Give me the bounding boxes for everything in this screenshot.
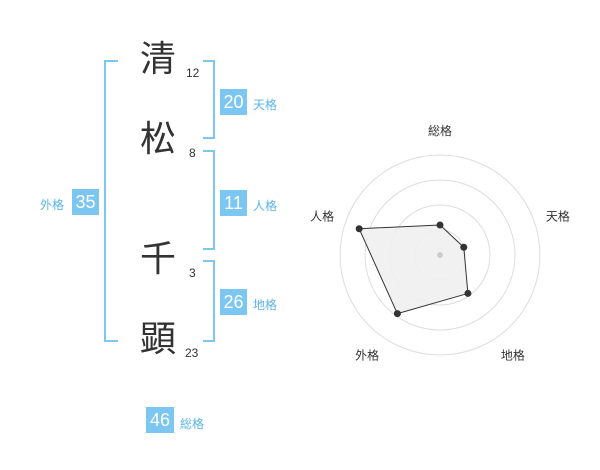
jinkaku-label: 人格 — [253, 199, 278, 213]
name-char-3: 千 — [140, 239, 177, 280]
stroke-count-4: 23 — [185, 346, 199, 360]
jinkaku-value: 11 — [220, 190, 247, 216]
radar-point-2 — [460, 243, 468, 251]
radar-axis-label-1: 総格 — [428, 123, 452, 138]
tenkaku-bracket — [203, 60, 215, 139]
tenkaku-label: 天格 — [253, 98, 278, 112]
chikaku-bracket — [203, 260, 215, 342]
name-char-1: 清 — [140, 39, 177, 80]
radar-axis-label-4: 外格 — [355, 347, 379, 362]
jinkaku-bracket — [203, 150, 215, 250]
radar-center-dot — [437, 252, 443, 258]
soukaku-value: 46 — [146, 407, 174, 433]
radar-ring-4 — [339, 154, 541, 356]
gaikaku-bracket — [104, 60, 118, 342]
name-char-4: 顕 — [140, 319, 177, 360]
chikaku-value: 26 — [220, 289, 247, 315]
radar-point-1 — [436, 221, 444, 229]
stroke-count-2: 8 — [189, 146, 196, 160]
radar-axis-label-3: 地格 — [501, 347, 525, 362]
stroke-count-1: 12 — [186, 66, 200, 80]
name-char-2: 松 — [140, 119, 177, 160]
radar-data-polygon — [358, 224, 469, 315]
radar-point-3 — [464, 289, 472, 297]
soukaku-label: 総格 — [180, 417, 205, 431]
tenkaku-value: 20 — [220, 89, 247, 115]
stroke-count-3: 3 — [189, 266, 196, 280]
radar-point-4 — [393, 310, 401, 318]
radar-axis-label-5: 人格 — [310, 209, 334, 224]
gaikaku-label: 外格 — [40, 198, 65, 212]
gaikaku-value: 35 — [72, 189, 99, 215]
radar-axis-label-2: 天格 — [546, 209, 570, 224]
radar-point-5 — [355, 225, 363, 233]
radar-ring-3 — [364, 179, 516, 331]
chikaku-label: 地格 — [253, 298, 278, 312]
